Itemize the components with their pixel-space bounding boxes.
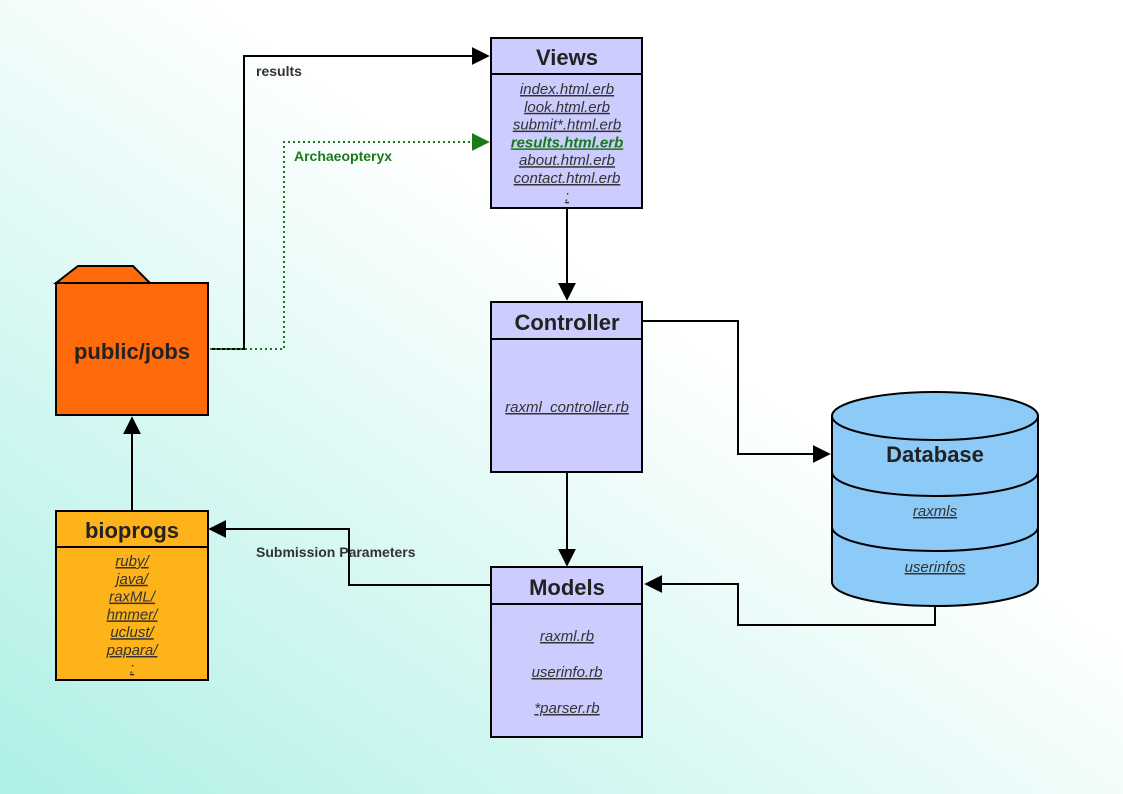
edge-archaeopteryx	[210, 133, 490, 350]
models-file-item: userinfo.rb	[532, 664, 603, 681]
views-file-item: look.html.erb	[524, 99, 610, 116]
views-file-item: about.html.erb	[519, 152, 615, 169]
views-title: Views	[536, 45, 598, 70]
bioprogs-title: bioprogs	[85, 518, 179, 543]
views-file-item: results.html.erb	[511, 134, 624, 151]
controller-title: Controller	[514, 310, 620, 335]
models-file-item: *parser.rb	[534, 700, 599, 717]
folder-icon: public/jobs	[53, 265, 209, 416]
controller-box: Controller raxml_controller.rb	[490, 301, 643, 473]
models-file-item: raxml.rb	[540, 628, 594, 645]
views-file-item: submit*.html.erb	[513, 117, 621, 134]
bioprogs-item: uclust/	[110, 624, 155, 641]
views-file-item: index.html.erb	[520, 81, 614, 98]
bioprogs-box: bioprogs ruby/java/raxML/hmmer/uclust/pa…	[55, 510, 209, 681]
database-table-item: userinfos	[905, 559, 966, 576]
views-file-item: :	[565, 188, 569, 205]
views-file-item: contact.html.erb	[514, 170, 621, 187]
edge-submission	[208, 520, 490, 586]
database-table-list: raxmls userinfos	[905, 503, 966, 576]
models-file-list: raxml.rb userinfo.rb *parser.rb	[532, 628, 603, 717]
bioprogs-item-list: ruby/java/raxML/hmmer/uclust/papara/:	[106, 553, 160, 677]
bioprogs-item: ruby/	[115, 553, 150, 570]
edge-label-results: results	[256, 63, 302, 79]
edge-label-submission: Submission Parameters	[256, 544, 416, 560]
bioprogs-item: raxML/	[109, 589, 157, 606]
bioprogs-item: java/	[114, 571, 150, 588]
models-title: Models	[529, 575, 605, 600]
bioprogs-item: hmmer/	[107, 606, 160, 623]
controller-file: raxml_controller.rb	[505, 399, 629, 416]
bioprogs-item: :	[130, 660, 134, 677]
bioprogs-item: papara/	[106, 642, 160, 659]
database-title: Database	[886, 442, 984, 467]
database-cylinder: Database raxmls userinfos	[831, 391, 1039, 607]
edge-database-models	[644, 575, 936, 626]
views-box: Views index.html.erblook.html.erbsubmit*…	[490, 37, 643, 209]
edge-label-archaeopteryx: Archaeopteryx	[294, 148, 392, 164]
views-file-list: index.html.erblook.html.erbsubmit*.html.…	[511, 81, 624, 205]
models-box: Models raxml.rb userinfo.rb *parser.rb	[490, 566, 643, 738]
edge-controller-database	[643, 320, 831, 463]
public-jobs-label: public/jobs	[74, 339, 190, 364]
database-table-item: raxmls	[913, 503, 958, 520]
